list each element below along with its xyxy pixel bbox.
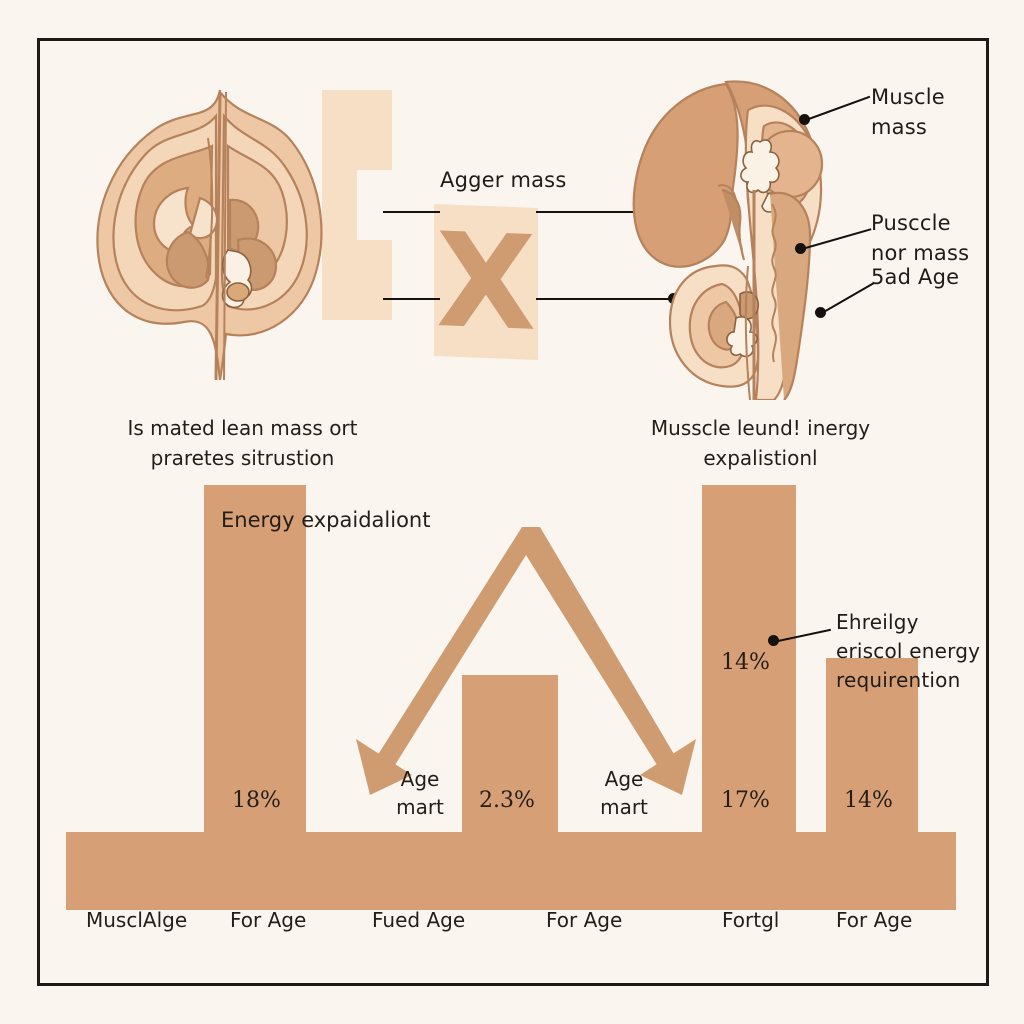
bar-musclalge[interactable]: [204, 485, 306, 910]
callout-label-muscle-mass: Muscle mass: [871, 85, 945, 139]
callout-dot-pusccle-nor-mass: [795, 243, 806, 254]
cross-section-anatomy-illustration: [96, 89, 392, 381]
bar-fortgl[interactable]: [702, 485, 796, 910]
left-figure-caption: Is mated lean mass ort praretes sitrusti…: [127, 416, 358, 470]
bar-fued-age[interactable]: [462, 675, 558, 910]
x-tick-label-3: For Age: [546, 908, 623, 932]
callout-dot-energy-requirement: [768, 635, 779, 646]
bar-value-label-for-age-right: 14%: [844, 788, 893, 813]
bar-value-label-musclalge: 18%: [232, 788, 281, 813]
bar-value-label-fued-age: 2.3%: [479, 788, 535, 813]
callout-label-energy-requirement: Ehreilgy eriscol energy requirention: [836, 610, 981, 692]
agger-mass-label: Agger mass: [440, 168, 567, 192]
callout-dot-muscle-mass: [799, 114, 810, 125]
right-figure-caption: Musscle leund! inergy expalistionl: [650, 416, 871, 470]
age-mark-right: Age mart: [600, 767, 648, 819]
callout-label-pusccle-nor-mass: Pusccle nor mass: [871, 211, 970, 265]
bar-value-label-fortgl-upper: 14%: [721, 650, 770, 675]
callout-dot-5ad-age: [815, 307, 826, 318]
age-mark-left: Age mart: [396, 767, 444, 819]
x-tick-label-1: For Age: [230, 908, 307, 932]
connector-line-right-top: [536, 211, 673, 213]
bar-value-label-fortgl: 17%: [721, 788, 770, 813]
connector-line-left-top: [383, 211, 440, 213]
sagittal-anatomy-illustration: [632, 80, 824, 400]
bar-for-age-right[interactable]: [826, 658, 918, 910]
connector-line-right-bottom: [536, 298, 673, 300]
energy-peak-arrow: [356, 527, 696, 795]
x-tick-label-0: MusclAlge: [86, 908, 188, 932]
energy-peak-label: Energy expaidaliont: [221, 508, 431, 532]
x-glyph: X: [435, 204, 537, 360]
x-tick-label-2: Fued Age: [372, 908, 466, 932]
x-marker-card: X: [434, 204, 538, 360]
x-tick-label-5: For Age: [836, 908, 913, 932]
connector-line-left-bottom: [383, 298, 440, 300]
bar-chart: 18% 2.3% 14% 17% 14% Energy expaidaliont…: [66, 480, 956, 910]
callout-label-5ad-age: 5ad Age: [871, 265, 960, 289]
x-tick-label-4: Fortgl: [722, 908, 780, 932]
